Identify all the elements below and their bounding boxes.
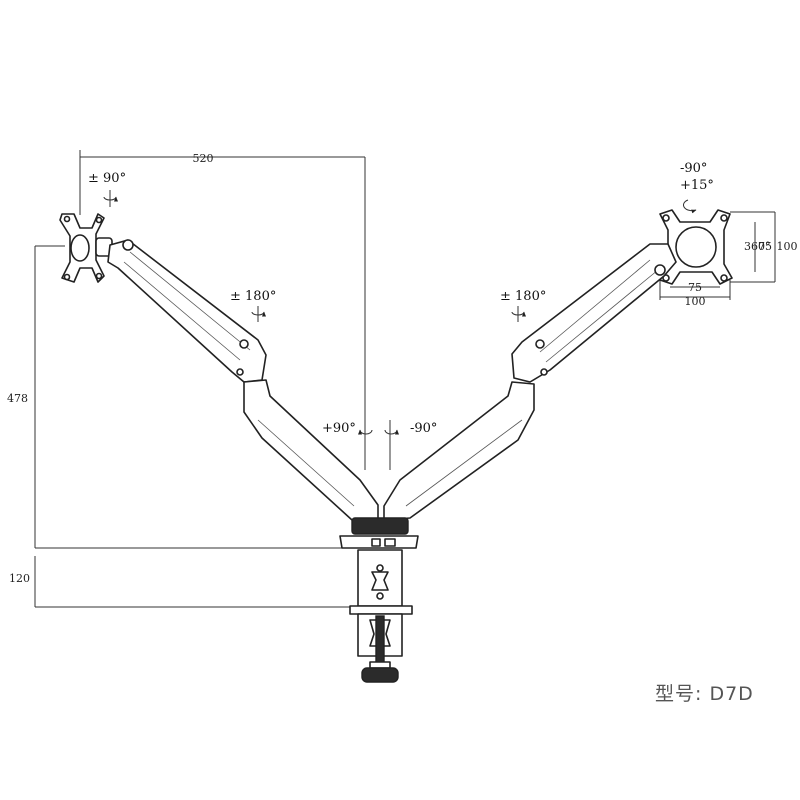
right-upper-arm: [511, 243, 677, 383]
clamp-height-label: 120: [9, 572, 30, 585]
dimension-labels: 520 478 120 360° 75 100 75 100: [7, 152, 798, 585]
left-tilt-label: ± 90°: [88, 171, 126, 186]
height-label: 478: [7, 392, 28, 405]
dimension-lines: [34, 150, 776, 608]
left-vesa-plate: [59, 213, 113, 283]
vesa-large-h-label: 100: [685, 295, 706, 308]
right-tilt-arrow: [683, 199, 697, 214]
base-left-rotation-label: +90°: [322, 421, 356, 436]
base-right-arrow: [384, 429, 399, 435]
base-right-rotation-label: -90°: [410, 421, 437, 436]
right-lower-arm: [383, 381, 535, 521]
screen-rotation-label: 360°: [744, 240, 771, 253]
model-label: 型号: D7D: [655, 683, 754, 705]
vesa-large-v-label: 100: [777, 240, 798, 253]
width-label: 520: [193, 152, 214, 165]
left-elbow-label: ± 180°: [230, 289, 276, 304]
left-lower-arm: [243, 379, 379, 521]
vesa-small-v-label: 75: [758, 240, 772, 253]
base-column: [339, 517, 419, 607]
right-tilt-label-a: -90°: [680, 161, 707, 176]
right-elbow-label: ± 180°: [500, 289, 546, 304]
vesa-small-h-label: 75: [688, 281, 702, 294]
rotation-indicators: ± 90° ± 180° ± 180° +90° -90° -90° +15°: [88, 161, 714, 470]
left-upper-arm: [107, 239, 267, 383]
base-left-arrow: [358, 429, 373, 435]
right-vesa-plate: [659, 209, 733, 285]
desk-clamp: [349, 605, 413, 683]
right-tilt-label-b: +15°: [680, 178, 714, 193]
